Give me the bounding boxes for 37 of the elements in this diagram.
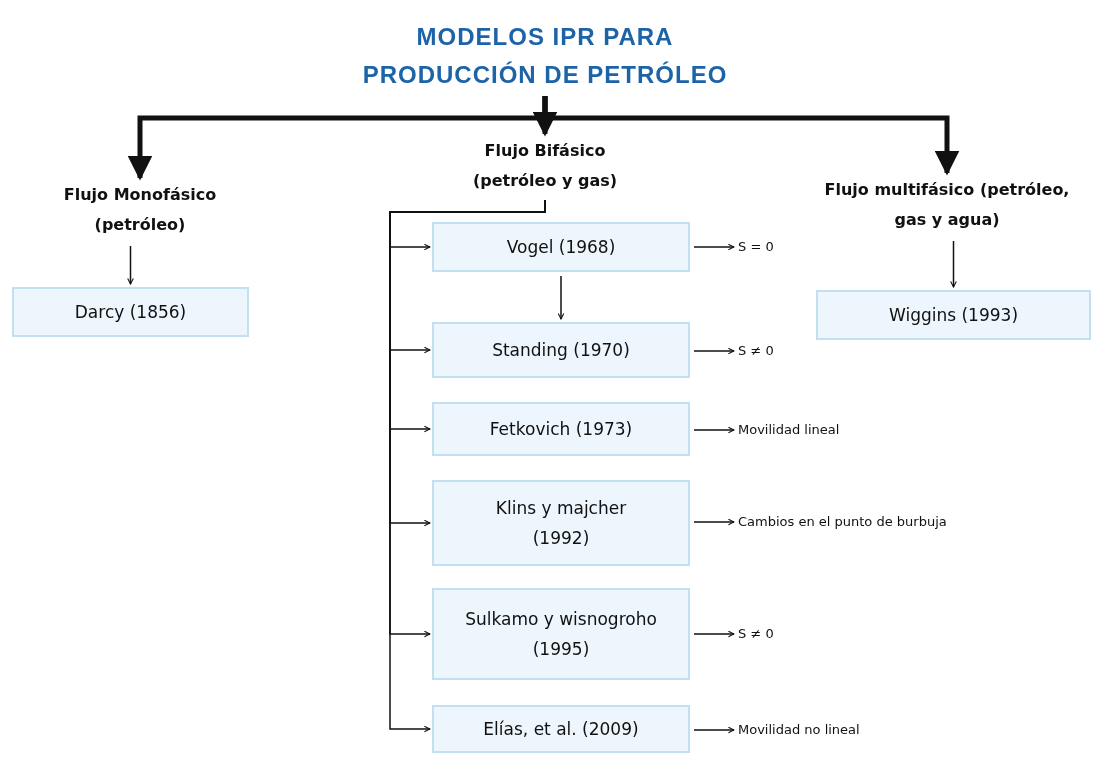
arrow <box>693 726 735 734</box>
model-name: Standing (1970) <box>492 339 630 362</box>
arrow <box>693 518 735 526</box>
model-name: Darcy (1856) <box>74 301 187 324</box>
model-name: Elías, et al. (2009) <box>483 718 639 741</box>
arrow <box>557 275 565 320</box>
arrow <box>693 243 735 251</box>
arrow <box>693 630 735 638</box>
condition-note: Cambios en el punto de burbuja <box>738 512 947 532</box>
category-heading: Flujo multifásico (petróleo, gas y agua) <box>822 175 1072 237</box>
model-name: Sulkamo y wisnogroho (1995) <box>464 608 658 661</box>
model-box <box>432 588 690 680</box>
arrow <box>693 426 735 434</box>
arrow <box>542 96 960 176</box>
model-box <box>816 290 1091 340</box>
condition-note: Movilidad no lineal <box>738 720 860 740</box>
model-box <box>432 402 690 456</box>
model-box <box>12 287 249 337</box>
condition-note: S ≠ 0 <box>738 341 774 361</box>
arrow <box>693 347 735 355</box>
model-name: Vogel (1968) <box>506 236 616 259</box>
model-box <box>432 322 690 378</box>
model-name: Fetkovich (1973) <box>489 418 633 441</box>
category-heading: Flujo Bifásico (petróleo y gas) <box>455 136 635 198</box>
model-box <box>432 705 690 753</box>
model-box <box>432 222 690 272</box>
model-name: Wiggins (1993) <box>889 304 1018 327</box>
diagram-title: MODELOS IPR PARA PRODUCCIÓN DE PETRÓLEO <box>345 18 745 96</box>
condition-note: Movilidad lineal <box>738 420 840 440</box>
condition-note: S ≠ 0 <box>738 624 774 644</box>
arrow <box>127 245 134 285</box>
model-name: Klins y majcher (1992) <box>494 497 628 550</box>
condition-note: S = 0 <box>738 237 774 257</box>
model-box <box>432 480 690 566</box>
category-heading: Flujo Monofásico (petróleo) <box>35 180 245 242</box>
arrow <box>389 199 546 733</box>
arrow <box>950 240 957 288</box>
